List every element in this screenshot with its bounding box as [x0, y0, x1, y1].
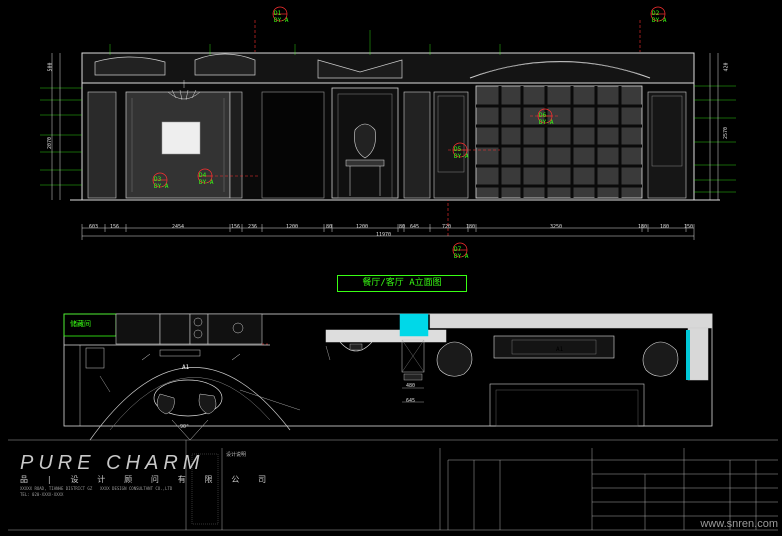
marker-d4-id: D4: [199, 172, 207, 179]
plan-angle: 90°: [180, 424, 190, 430]
dim-total: 11970: [376, 232, 392, 238]
title-block: [8, 439, 778, 531]
dim-13: 3250: [550, 224, 563, 230]
dim-4: 156: [231, 224, 241, 230]
elevation-title: 餐厅/客厅 A立面图: [337, 275, 467, 292]
plan-dim-b: 645: [406, 398, 416, 404]
marker-d6-id: D6: [539, 112, 547, 119]
dim-left-top: 500: [47, 62, 54, 72]
notes-heading: 设计说明: [226, 452, 247, 458]
dim-6: 1200: [286, 224, 299, 230]
marker-d2-ref: DY-A: [652, 17, 667, 24]
marker-d2-id: D2: [652, 10, 660, 17]
dim-left-main: 2070: [47, 136, 54, 150]
dim-9: 80: [399, 224, 406, 230]
dim-1: 603: [89, 224, 99, 230]
marker-d3-ref: DY-A: [154, 183, 169, 190]
elevation-view: [40, 6, 736, 258]
dim-10: 645: [410, 224, 420, 230]
marker-d1-ref: DY-A: [274, 17, 289, 24]
brand-address-left: XXXXX ROAD, TIANHE DISTRICT GZ: [20, 486, 93, 491]
plan-elev-label-right: A1: [556, 346, 564, 353]
dim-3: 2454: [172, 224, 185, 230]
marker-d3-id: D3: [154, 176, 162, 183]
marker-d4-ref: DY-A: [199, 179, 214, 186]
plan-dim-a: 480: [406, 383, 416, 389]
marker-d7-ref: DY-A: [454, 253, 469, 260]
dim-5: 236: [248, 224, 258, 230]
brand-tel-left: TEL: 020-XXXX-XXXX: [20, 492, 64, 497]
dim-7: 80: [326, 224, 333, 230]
dim-14: 180: [638, 224, 648, 230]
marker-d5-id: D5: [454, 146, 462, 153]
dim-11: 720: [442, 224, 452, 230]
plan-elev-label-left: A1: [182, 364, 190, 371]
brand-logo-text: PURE CHARM: [20, 452, 205, 474]
floor-plan-view: [63, 313, 713, 441]
dim-right-main: 2570: [723, 126, 730, 140]
marker-d1-id: D1: [274, 10, 282, 17]
dim-16: 150: [684, 224, 694, 230]
brand-address-right: XXXX DESIGN CONSULTANT CO.,LTD: [100, 486, 173, 491]
dim-8: 1200: [356, 224, 369, 230]
dim-15: 180: [660, 224, 670, 230]
room-storage-label: 储藏间: [70, 320, 91, 328]
marker-d7-id: D7: [454, 246, 462, 253]
dim-12: 180: [466, 224, 476, 230]
dim-right-top: 420: [723, 62, 730, 72]
watermark: www.snren.com: [700, 518, 778, 530]
brand-chinese-name: 品 | 设 计 顾 问 有 限 公 司: [20, 475, 274, 484]
dim-2: 156: [110, 224, 120, 230]
marker-d6-ref: DY-A: [539, 119, 554, 126]
marker-d5-ref: DY-A: [454, 153, 469, 160]
